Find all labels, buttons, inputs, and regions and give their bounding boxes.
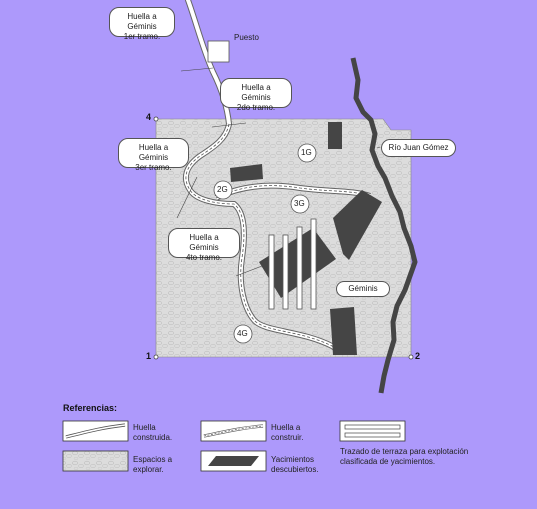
callout-text: Huella a Géminis (189, 233, 219, 252)
deposit (230, 164, 263, 182)
callout-tramo-1: Huella a Géminis 1er tramo. (109, 7, 175, 41)
legend-text: construir. (271, 433, 304, 442)
legend-yacimientos: Yacimientos descubiertos. (271, 455, 319, 475)
callout-tramo-2: Huella a Géminis 2do tramo. (220, 78, 292, 112)
road-to-build (182, 123, 371, 353)
legend-text: construida. (133, 433, 173, 442)
legend-text: descubiertos. (271, 465, 319, 474)
corner-label-4: 4 (146, 112, 152, 122)
legend-text: explorar. (133, 465, 164, 474)
legend-text: Yacimientos (271, 455, 314, 464)
terrace-strips (268, 218, 317, 310)
callout-text: Huella a Géminis (138, 143, 169, 162)
legend-espacios: Espacios a explorar. (133, 455, 172, 475)
callout-geminis: Géminis (336, 281, 390, 297)
callout-text: Géminis (348, 284, 378, 293)
corner-label-2: 2 (415, 351, 421, 361)
callout-text: 2do tramo. (236, 103, 276, 112)
legend-text: Huella a (271, 423, 301, 432)
callout-text: 3er tramo. (135, 163, 172, 172)
site-label-2g: 2G (217, 185, 228, 194)
callout-text: Huella a Géminis (241, 83, 271, 102)
corner-markers (153, 116, 414, 360)
deposit (330, 307, 357, 355)
legend-huella-construir: Huella a construir. (271, 423, 303, 443)
leader-lines (176, 67, 381, 277)
puesto-label: Puesto (234, 33, 259, 42)
legend-swatches (62, 420, 406, 472)
site-label-1g: 1G (301, 148, 312, 157)
legend-huella-construida: Huella construida. (133, 423, 172, 443)
legend-text: Huella (133, 423, 156, 432)
site-label-4g: 4G (237, 329, 248, 338)
callout-text: 4to tramo. (185, 253, 222, 262)
legend-title: Referencias: (63, 403, 118, 413)
site-label-3g: 3G (294, 199, 305, 208)
puesto-building (207, 40, 230, 63)
callout-text: 1er tramo. (123, 32, 161, 41)
callout-tramo-3: Huella a Géminis 3er tramo. (118, 138, 189, 172)
site-markers (213, 143, 317, 344)
corner-label-1: 1 (146, 351, 152, 361)
legend-text: Trazado de terraza para explotación (340, 447, 469, 456)
callout-rio: Río Juan Gómez (381, 139, 456, 157)
legend-trazado: Trazado de terraza para explotación clas… (340, 447, 468, 467)
callout-text: Huella a Géminis (127, 12, 157, 31)
legend-text: clasificada de yacimientos. (340, 457, 436, 466)
callout-text: Río Juan Gómez (388, 143, 449, 152)
deposit (333, 190, 382, 260)
deposit (328, 122, 342, 149)
river-juan-gomez (350, 57, 418, 394)
legend-text: Espacios a (133, 455, 173, 464)
callout-tramo-4: Huella a Géminis 4to tramo. (168, 228, 240, 262)
